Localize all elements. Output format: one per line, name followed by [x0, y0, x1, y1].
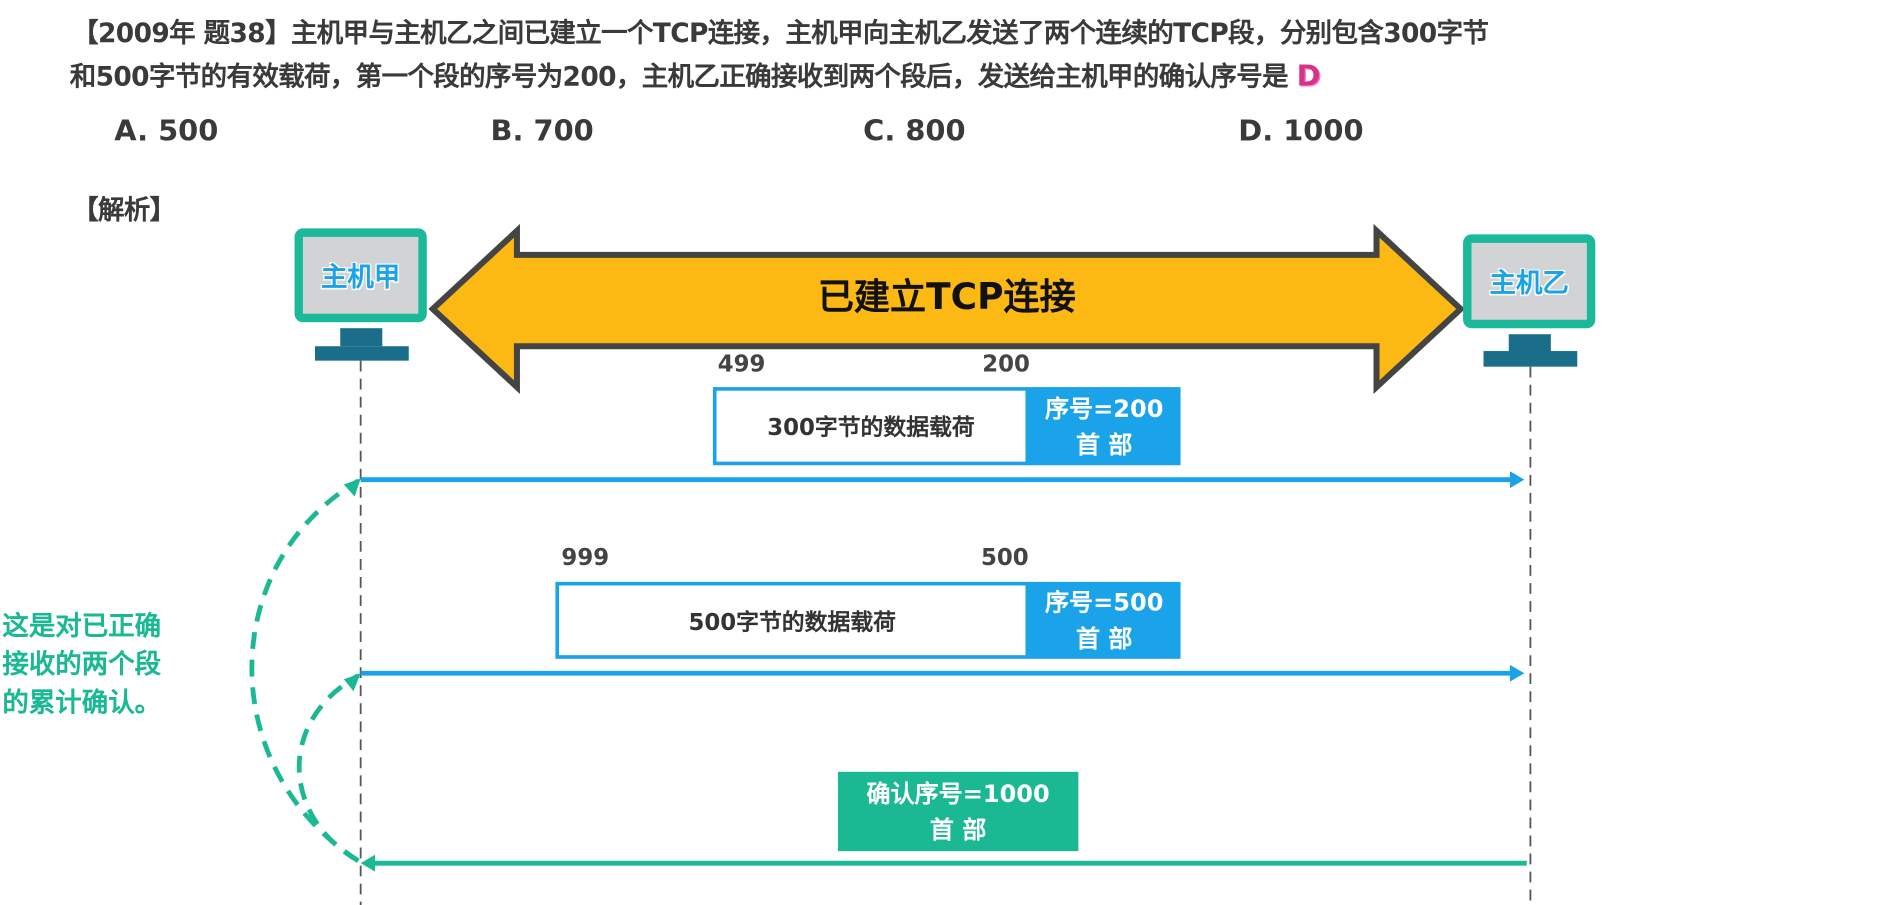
connection-double-arrow [428, 223, 1466, 395]
segment2-header-label: 首 部 [1075, 623, 1133, 653]
host-a-label: 主机甲 [320, 263, 401, 294]
question-line-1: 【2009年 题38】主机甲与主机乙之间已建立一个TCP连接，主机甲向主机乙发送… [72, 19, 1489, 50]
segment1-start-byte: 200 [982, 351, 1030, 378]
segment1-payload: 300字节的数据载荷 [712, 387, 1030, 466]
analysis-label: 【解析】 [72, 195, 176, 227]
host-b-base [1483, 351, 1578, 367]
option-c: C. 800 [863, 114, 966, 148]
segment1-seq: 序号=200 [1044, 393, 1164, 423]
segment2-seq: 序号=500 [1044, 587, 1164, 617]
segment2-start-byte: 500 [980, 544, 1029, 572]
ack-header: 确认序号=1000 首 部 [837, 771, 1079, 852]
host-a-base [314, 346, 409, 361]
note-line: 这是对已正确 [2, 611, 162, 642]
question-line-2: 和500字节的有效载荷，第一个段的序号为200，主机乙正确接收到两个段后，发送给… [69, 55, 1321, 93]
dashed-curve-to-segment2 [296, 673, 360, 863]
segment1-end-byte: 499 [717, 351, 766, 378]
connection-label: 已建立TCP连接 [817, 276, 1076, 319]
host-a-stand [340, 328, 383, 347]
question-line-2-text: 和500字节的有效载荷，第一个段的序号为200，主机乙正确接收到两个段后，发送给… [69, 62, 1289, 93]
segment2-header: 序号=500 首 部 [1027, 581, 1181, 659]
host-b-label: 主机乙 [1489, 269, 1569, 300]
host-b-stand [1508, 334, 1551, 353]
cumulative-ack-note: 这是对已正确 接收的两个段 的累计确认。 [2, 608, 161, 723]
dashed-curve-to-segment1 [249, 478, 360, 863]
ack-arrow [360, 854, 1527, 872]
answer-badge: D [1296, 58, 1321, 93]
option-a: A. 500 [114, 114, 219, 148]
segment2-payload: 500字节的数据载荷 [555, 581, 1030, 659]
segment1-header-label: 首 部 [1075, 429, 1133, 459]
note-line: 接收的两个段 [2, 650, 162, 681]
host-b-monitor: 主机乙 [1463, 234, 1596, 329]
segment1-header: 序号=200 首 部 [1027, 387, 1181, 466]
ack-seq: 确认序号=1000 [866, 779, 1050, 808]
option-d: D. 1000 [1238, 114, 1364, 148]
ack-header-label: 首 部 [929, 815, 987, 844]
segment2-arrow [360, 664, 1525, 682]
segment1-arrow [360, 471, 1525, 489]
host-a-monitor: 主机甲 [294, 228, 427, 323]
note-line: 的累计确认。 [2, 688, 162, 719]
option-b: B. 700 [490, 114, 594, 148]
segment2-end-byte: 999 [561, 544, 610, 572]
